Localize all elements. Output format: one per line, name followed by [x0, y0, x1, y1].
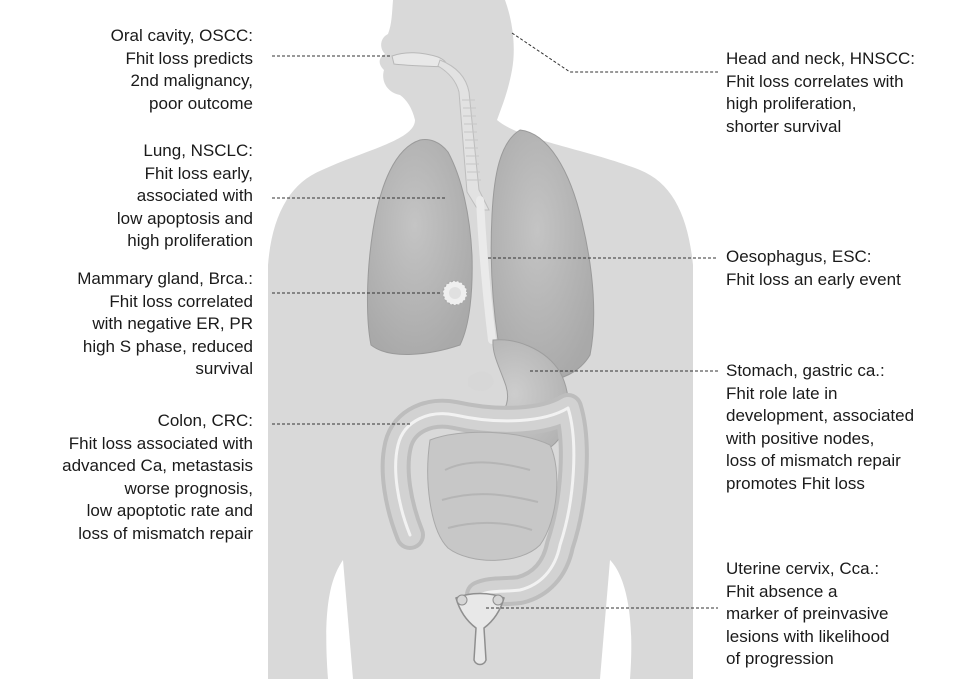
annotation-stomach: Stomach, gastric ca.: Fhit role late in … [726, 360, 914, 495]
annotation-oral-cavity: Oral cavity, OSCC: Fhit loss predicts 2n… [111, 25, 253, 115]
annotation-mammary-gland: Mammary gland, Brca.: Fhit loss correlat… [77, 268, 253, 381]
small-intestine [428, 432, 557, 560]
mammary-gland [443, 281, 467, 305]
annotation-head-and-neck: Head and neck, HNSCC: Fhit loss correlat… [726, 48, 915, 138]
annotation-oesophagus: Oesophagus, ESC: Fhit loss an early even… [726, 246, 901, 291]
body-silhouette [268, 0, 693, 679]
annotation-uterine-cervix: Uterine cervix, Cca.: Fhit absence a mar… [726, 558, 889, 671]
leader-headneck [512, 33, 718, 72]
annotation-lung: Lung, NSCLC: Fhit loss early, associated… [117, 140, 253, 253]
annotation-colon: Colon, CRC: Fhit loss associated with ad… [62, 410, 253, 545]
